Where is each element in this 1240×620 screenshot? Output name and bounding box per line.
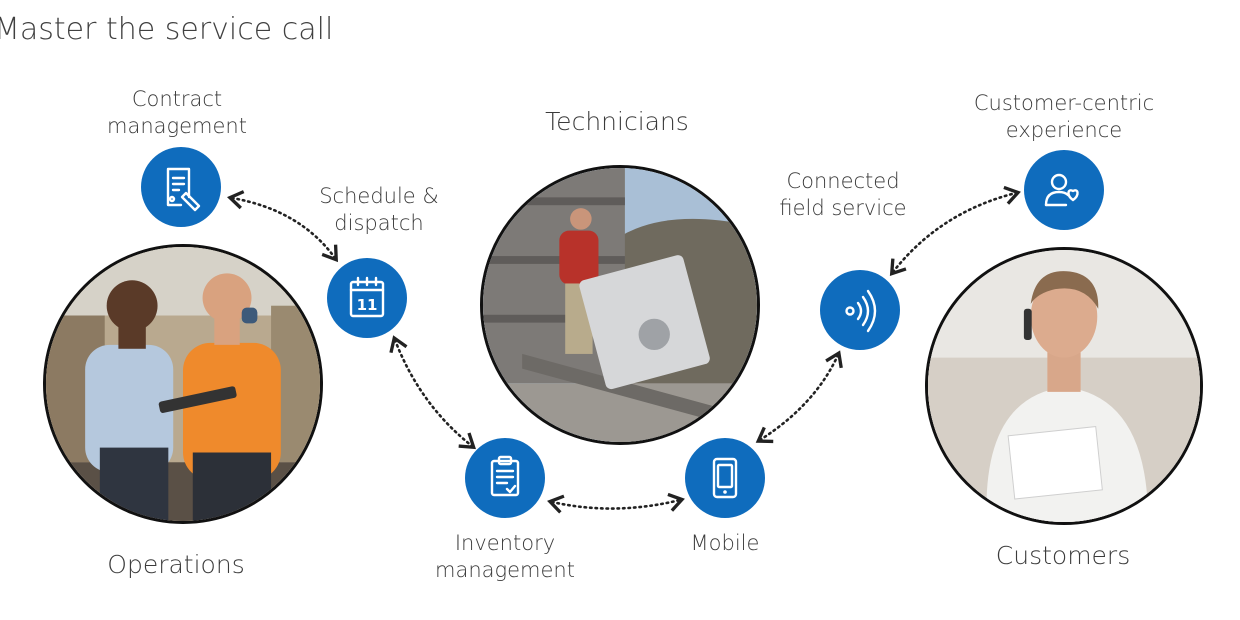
label-mobile: Mobile	[690, 531, 760, 555]
label-technicians: Technicians	[545, 107, 689, 136]
label-contract-management: Contract management	[107, 87, 247, 138]
label-schedule-dispatch: Schedule & dispatch	[319, 184, 439, 235]
page-title: Master the service call	[0, 12, 334, 47]
node-contract-management	[141, 147, 221, 227]
label-customer-centric-experience: Customer-centric experience	[973, 91, 1155, 142]
node-mobile	[685, 438, 765, 518]
connector-connected-customer	[889, 185, 1021, 276]
node-schedule-dispatch: 11	[327, 258, 407, 338]
operations-illustration	[46, 247, 320, 521]
connector-inventory-mobile	[547, 492, 685, 514]
connector-mobile-connected	[755, 350, 843, 444]
customers-illustration	[928, 250, 1200, 522]
contract-document-icon	[166, 167, 201, 212]
calendar-icon: 11	[349, 276, 385, 318]
connector-schedule-inventory	[389, 335, 476, 450]
technicians-illustration	[483, 168, 757, 442]
operations-photo	[43, 244, 323, 524]
wireless-signal-icon	[845, 289, 877, 333]
clipboard-icon	[490, 455, 520, 497]
node-connected-field-service	[820, 270, 900, 350]
label-connected-field-service: Connected field service	[779, 169, 907, 220]
node-customer-centric-experience	[1024, 150, 1104, 230]
node-inventory-management	[465, 438, 545, 518]
person-heart-icon	[1044, 173, 1079, 207]
mobile-phone-icon	[712, 457, 738, 499]
technicians-photo	[480, 165, 760, 445]
connector-contract-schedule	[226, 190, 338, 263]
label-inventory-management: Inventory management	[435, 531, 575, 582]
label-operations: Operations	[107, 550, 245, 579]
label-customers: Customers	[995, 541, 1131, 570]
calendar-day: 11	[357, 296, 378, 314]
customers-photo	[925, 247, 1203, 525]
